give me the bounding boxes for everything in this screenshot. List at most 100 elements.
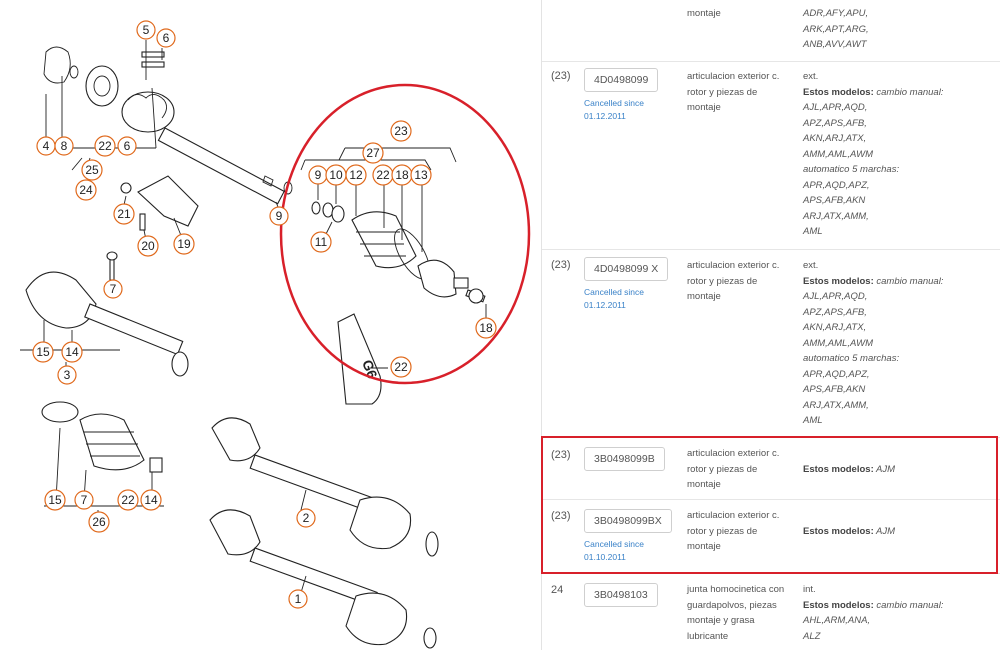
svg-text:13: 13: [414, 168, 428, 182]
table-row[interactable]: 24 3B0498103 junta homocinetica con guar…: [542, 576, 1000, 650]
middle-shaft-assembly: [25, 251, 189, 377]
models-label: Estos modelos:: [803, 86, 874, 98]
position-number: (23): [551, 449, 571, 461]
svg-text:22: 22: [98, 139, 112, 153]
part-number-button[interactable]: 4D0498099 X: [584, 257, 669, 281]
svg-text:25: 25: [85, 163, 99, 177]
shaft-1: [209, 509, 437, 649]
position-number: (23): [551, 70, 571, 82]
model-codes: AHL,ARM,ANA, ALZ: [803, 615, 871, 642]
callout-22: 22: [372, 164, 394, 186]
joint-side: ext.: [803, 260, 819, 271]
svg-text:5: 5: [143, 23, 150, 37]
callout-14: 14: [61, 341, 83, 363]
part-number-button[interactable]: 3B0498099BX: [584, 509, 672, 533]
svg-text:20: 20: [141, 239, 155, 253]
callout-19: 19: [173, 233, 195, 255]
svg-text:22: 22: [394, 360, 408, 374]
svg-text:10: 10: [329, 168, 343, 182]
part-number-button[interactable]: 4D0498099: [584, 68, 659, 92]
svg-text:19: 19: [177, 237, 191, 251]
table-row[interactable]: (23) 3B0498099BX Cancelled since 01.10.2…: [542, 500, 1000, 574]
svg-text:12: 12: [349, 168, 363, 182]
bracket-assembly: [120, 175, 199, 231]
callout-8: 8: [54, 136, 74, 156]
callout-18: 18: [391, 164, 413, 186]
svg-text:3: 3: [64, 368, 71, 382]
part-description: articulacion exterior c. rotor y piezas …: [687, 260, 780, 302]
svg-text:14: 14: [65, 345, 79, 359]
callout-1: 1: [288, 589, 308, 609]
callout-6: 6: [156, 28, 176, 48]
svg-text:18: 18: [395, 168, 409, 182]
svg-text:9: 9: [315, 168, 322, 182]
svg-text:1: 1: [295, 592, 302, 606]
parts-diagram: G6 4 8 5 6 22 6 25 24 21 20 19 9 7 15 14…: [20, 20, 531, 649]
upper-shaft-assembly: [43, 46, 293, 205]
callout-21: 21: [113, 203, 135, 225]
part-description: articulacion exterior c. rotor y piezas …: [687, 448, 780, 490]
part-description: articulacion exterior c. rotor y piezas …: [687, 71, 780, 113]
svg-text:14: 14: [144, 493, 158, 507]
models-label: Estos modelos:: [803, 275, 874, 287]
table-row[interactable]: (23) 3B0498099B articulacion exterior c.…: [542, 438, 1000, 500]
models-label: Estos modelos:: [803, 526, 874, 537]
outer-joint-kit-23: [300, 147, 486, 304]
callout-12: 12: [345, 164, 367, 186]
part-description: junta homocinetica con guardapolvos, pie…: [687, 584, 785, 642]
svg-text:2: 2: [303, 511, 310, 525]
callout-18: 18: [475, 317, 497, 339]
models-condition: cambio manual:: [873, 86, 944, 98]
models-condition: cambio manual:: [873, 599, 944, 611]
cancelled-note: Cancelled since 01.12.2011: [584, 98, 645, 121]
svg-text:7: 7: [110, 282, 117, 296]
part-number-button[interactable]: 3B0498099B: [584, 447, 665, 471]
callout-9: 9: [308, 165, 328, 185]
callout-13: 13: [410, 164, 432, 186]
table-row: montaje ADR,AFY,APU, ARK,APT,ARG, ANB,AV…: [542, 0, 1000, 62]
callout-22: 22: [117, 489, 139, 511]
part-number-button[interactable]: 3B0498103: [584, 583, 658, 607]
callout-2: 2: [296, 508, 316, 528]
models-condition: AJM: [873, 464, 896, 475]
joint-side: int.: [803, 584, 816, 595]
callout-24: 24: [75, 179, 97, 201]
table-row[interactable]: (23) 4D0498099 Cancelled since 01.12.201…: [542, 62, 1000, 250]
svg-text:4: 4: [43, 139, 50, 153]
svg-text:11: 11: [315, 235, 328, 249]
callout-26: 26: [88, 511, 110, 533]
models-condition: AJM: [873, 526, 896, 537]
callout-10: 10: [325, 164, 347, 186]
svg-text:26: 26: [92, 515, 106, 529]
callout-20: 20: [137, 235, 159, 257]
models-condition: cambio manual:: [873, 275, 944, 287]
svg-text:18: 18: [479, 321, 493, 335]
callout-14: 14: [140, 489, 162, 511]
callout-4: 4: [36, 136, 56, 156]
callout-22: 22: [94, 135, 116, 157]
models-label: Estos modelos:: [803, 599, 874, 611]
table-row[interactable]: (23) 4D0498099 X Cancelled since 01.12.2…: [542, 250, 1000, 438]
callout-9: 9: [269, 206, 289, 226]
model-codes: AJL,APR,AQD, APZ,APS,AFB, AKN,ARJ,ATX, A…: [803, 291, 900, 426]
callout-15: 15: [44, 489, 66, 511]
applicable-models: int. Estos modelos: cambio manual: AHL,A…: [803, 582, 993, 644]
svg-text:6: 6: [124, 139, 131, 153]
svg-text:23: 23: [394, 124, 408, 138]
callout-7: 7: [103, 279, 123, 299]
exploded-view-drawing: G6 4 8 5 6 22 6 25 24 21 20 19 9 7 15 14…: [20, 20, 531, 649]
model-codes: AJL,APR,AQD, APZ,APS,AFB, AKN,ARJ,ATX, A…: [803, 102, 900, 237]
svg-text:15: 15: [36, 345, 50, 359]
callout-5: 5: [136, 20, 156, 40]
applicable-models: Estos modelos: AJM: [803, 524, 993, 540]
svg-text:27: 27: [366, 146, 380, 160]
models-label: Estos modelos:: [803, 464, 874, 475]
applicable-models: ext. Estos modelos: cambio manual: AJL,A…: [803, 69, 993, 240]
svg-text:24: 24: [79, 183, 93, 197]
parts-table: montaje ADR,AFY,APU, ARK,APT,ARG, ANB,AV…: [541, 0, 1000, 650]
position-number: (23): [551, 510, 571, 522]
callout-23: 23: [390, 120, 412, 142]
position-number: (23): [551, 259, 571, 271]
callout-3: 3: [57, 365, 77, 385]
callout-15: 15: [32, 341, 54, 363]
